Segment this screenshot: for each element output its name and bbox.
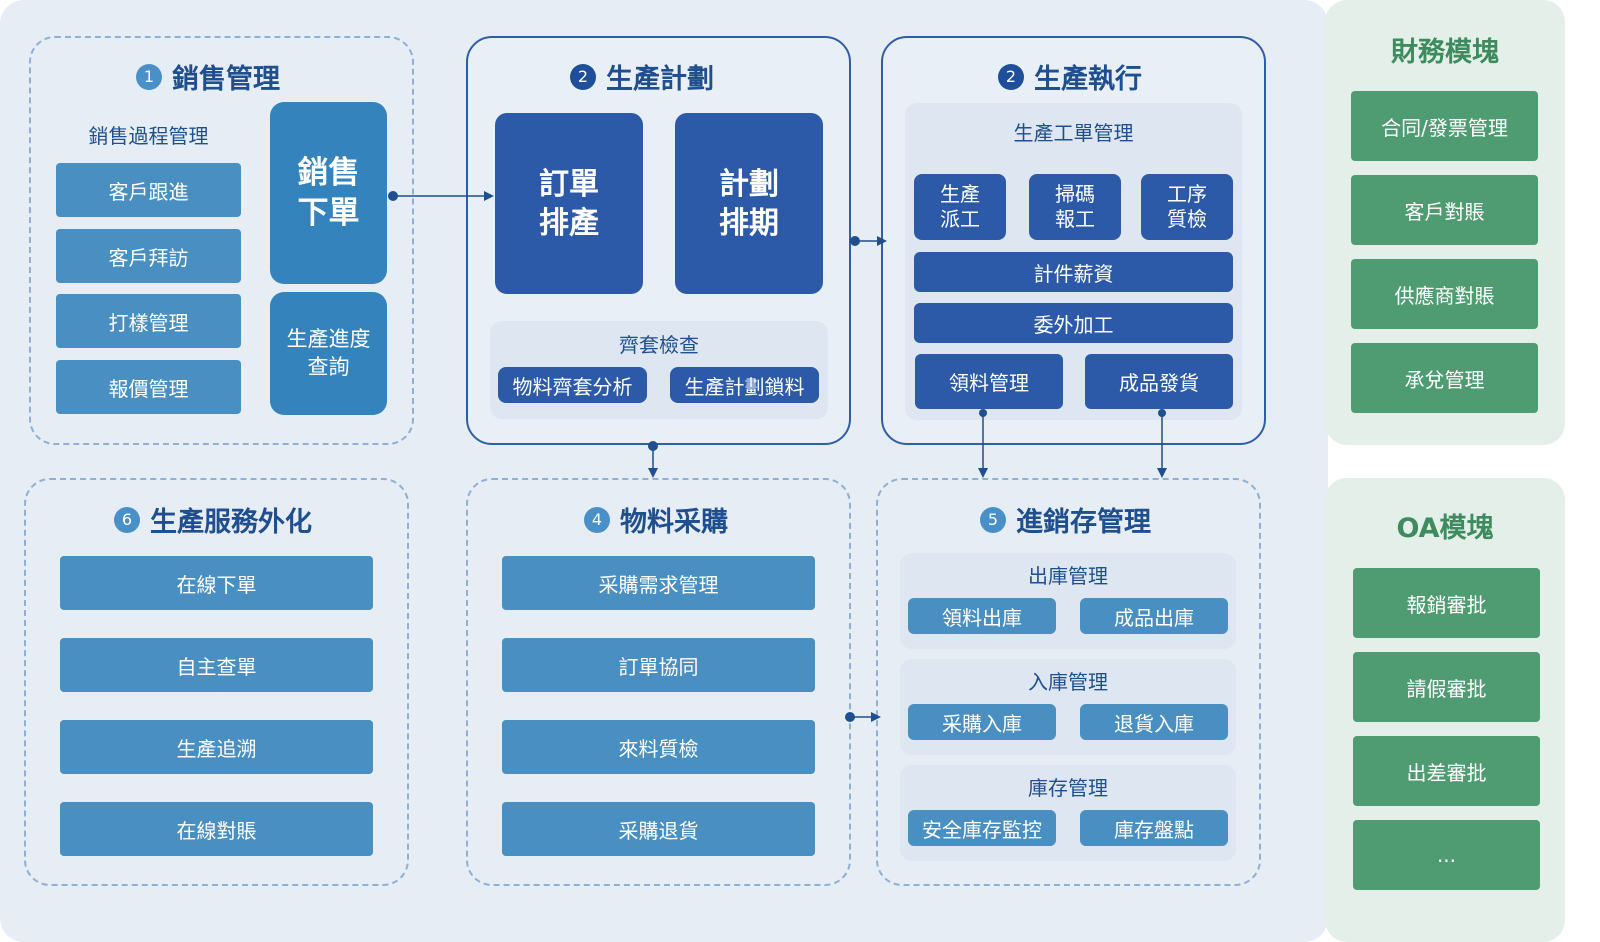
inbound-label: 入庫管理	[1028, 670, 1108, 694]
exec-small-item[interactable]: 生產 派工	[914, 174, 1006, 240]
arrow-purchase-to-inventory	[845, 712, 881, 722]
inbound-item[interactable]: 采購入庫	[908, 704, 1056, 740]
inventory-title-text: 進銷存管理	[1016, 507, 1151, 538]
purchase-item[interactable]: 訂單協同	[502, 638, 815, 692]
stock-item[interactable]: 安全庫存監控	[908, 810, 1056, 846]
sales-order-button[interactable]: 銷售 下單	[270, 102, 387, 284]
service-item[interactable]: 在線對賬	[60, 802, 373, 856]
inventory-module	[876, 478, 1261, 886]
exec-title-text: 生產執行	[1034, 64, 1142, 95]
product-shipping-button[interactable]: 成品發貨	[1085, 354, 1233, 409]
purchase-item[interactable]: 采購退貨	[502, 802, 815, 856]
step-badge: 2	[570, 63, 596, 90]
oa-title: OA模塊	[1396, 513, 1494, 544]
oa-item[interactable]: 請假審批	[1353, 652, 1540, 722]
kit-check-label: 齊套檢查	[619, 333, 699, 357]
arrow-sales-to-plan	[388, 191, 494, 201]
purchase-title: 4 物料采購	[584, 500, 728, 539]
purchase-item[interactable]: 采購需求管理	[502, 556, 815, 610]
progress-query-button[interactable]: 生產進度 查詢	[270, 292, 387, 415]
finance-item[interactable]: 承兌管理	[1351, 343, 1538, 413]
purchase-title-text: 物料采購	[620, 507, 728, 538]
outbound-item[interactable]: 領料出庫	[908, 598, 1056, 634]
arrow-plan-to-exec	[850, 236, 887, 246]
step-badge: 6	[114, 506, 140, 533]
step-badge: 5	[980, 506, 1006, 533]
step-badge: 1	[136, 63, 162, 90]
arrow-plan-to-purchase	[648, 441, 658, 478]
finance-item[interactable]: 合同/發票管理	[1351, 91, 1538, 161]
exec-small-item[interactable]: 掃碼 報工	[1029, 174, 1121, 240]
work-order-label: 生產工單管理	[1013, 121, 1134, 145]
outsource-button[interactable]: 委外加工	[914, 303, 1233, 343]
plan-title-text: 生產計劃	[606, 64, 714, 95]
purchase-item[interactable]: 來料質檢	[502, 720, 815, 774]
plan-scheduling-button[interactable]: 計劃 排期	[675, 113, 823, 294]
arrow-ship-to-inventory	[1157, 409, 1167, 478]
kit-item[interactable]: 生產計劃鎖料	[670, 367, 819, 403]
plan-title: 2 生產計劃	[570, 57, 714, 96]
arrow-material-to-inventory	[978, 409, 988, 478]
kit-item[interactable]: 物料齊套分析	[498, 367, 647, 403]
service-item[interactable]: 生產追溯	[60, 720, 373, 774]
sales-title-text: 銷售管理	[172, 64, 280, 95]
purchase-module	[466, 478, 851, 886]
finance-title: 財務模塊	[1391, 37, 1499, 68]
sales-process-label: 銷售過程管理	[88, 124, 209, 148]
sales-item[interactable]: 打樣管理	[56, 294, 241, 348]
service-title-text: 生產服務外化	[150, 507, 312, 538]
service-title: 6 生產服務外化	[114, 500, 312, 539]
sales-item[interactable]: 客戶拜訪	[56, 229, 241, 283]
exec-small-item[interactable]: 工序 質檢	[1141, 174, 1233, 240]
service-module	[24, 478, 409, 886]
order-scheduling-button[interactable]: 訂單 排產	[495, 113, 643, 294]
sales-title: 1 銷售管理	[136, 57, 280, 96]
inbound-item[interactable]: 退貨入庫	[1080, 704, 1228, 740]
sales-module	[29, 36, 414, 445]
step-badge: 2	[998, 63, 1024, 90]
sales-item[interactable]: 客戶跟進	[56, 163, 241, 217]
finance-item[interactable]: 客戶對賬	[1351, 175, 1538, 245]
oa-item[interactable]: 報銷審批	[1353, 568, 1540, 638]
material-picking-button[interactable]: 領料管理	[915, 354, 1063, 409]
oa-item[interactable]: 出差審批	[1353, 736, 1540, 806]
oa-item[interactable]: ...	[1353, 820, 1540, 890]
inventory-title: 5 進銷存管理	[980, 500, 1151, 539]
sales-item[interactable]: 報價管理	[56, 360, 241, 414]
outbound-item[interactable]: 成品出庫	[1080, 598, 1228, 634]
piece-wage-button[interactable]: 計件薪資	[914, 252, 1233, 292]
service-item[interactable]: 自主查單	[60, 638, 373, 692]
stock-item[interactable]: 庫存盤點	[1080, 810, 1228, 846]
service-item[interactable]: 在線下單	[60, 556, 373, 610]
step-badge: 4	[584, 506, 610, 533]
finance-item[interactable]: 供應商對賬	[1351, 259, 1538, 329]
exec-title: 2 生產執行	[998, 57, 1142, 96]
outbound-label: 出庫管理	[1028, 564, 1108, 588]
stock-label: 庫存管理	[1028, 776, 1108, 800]
